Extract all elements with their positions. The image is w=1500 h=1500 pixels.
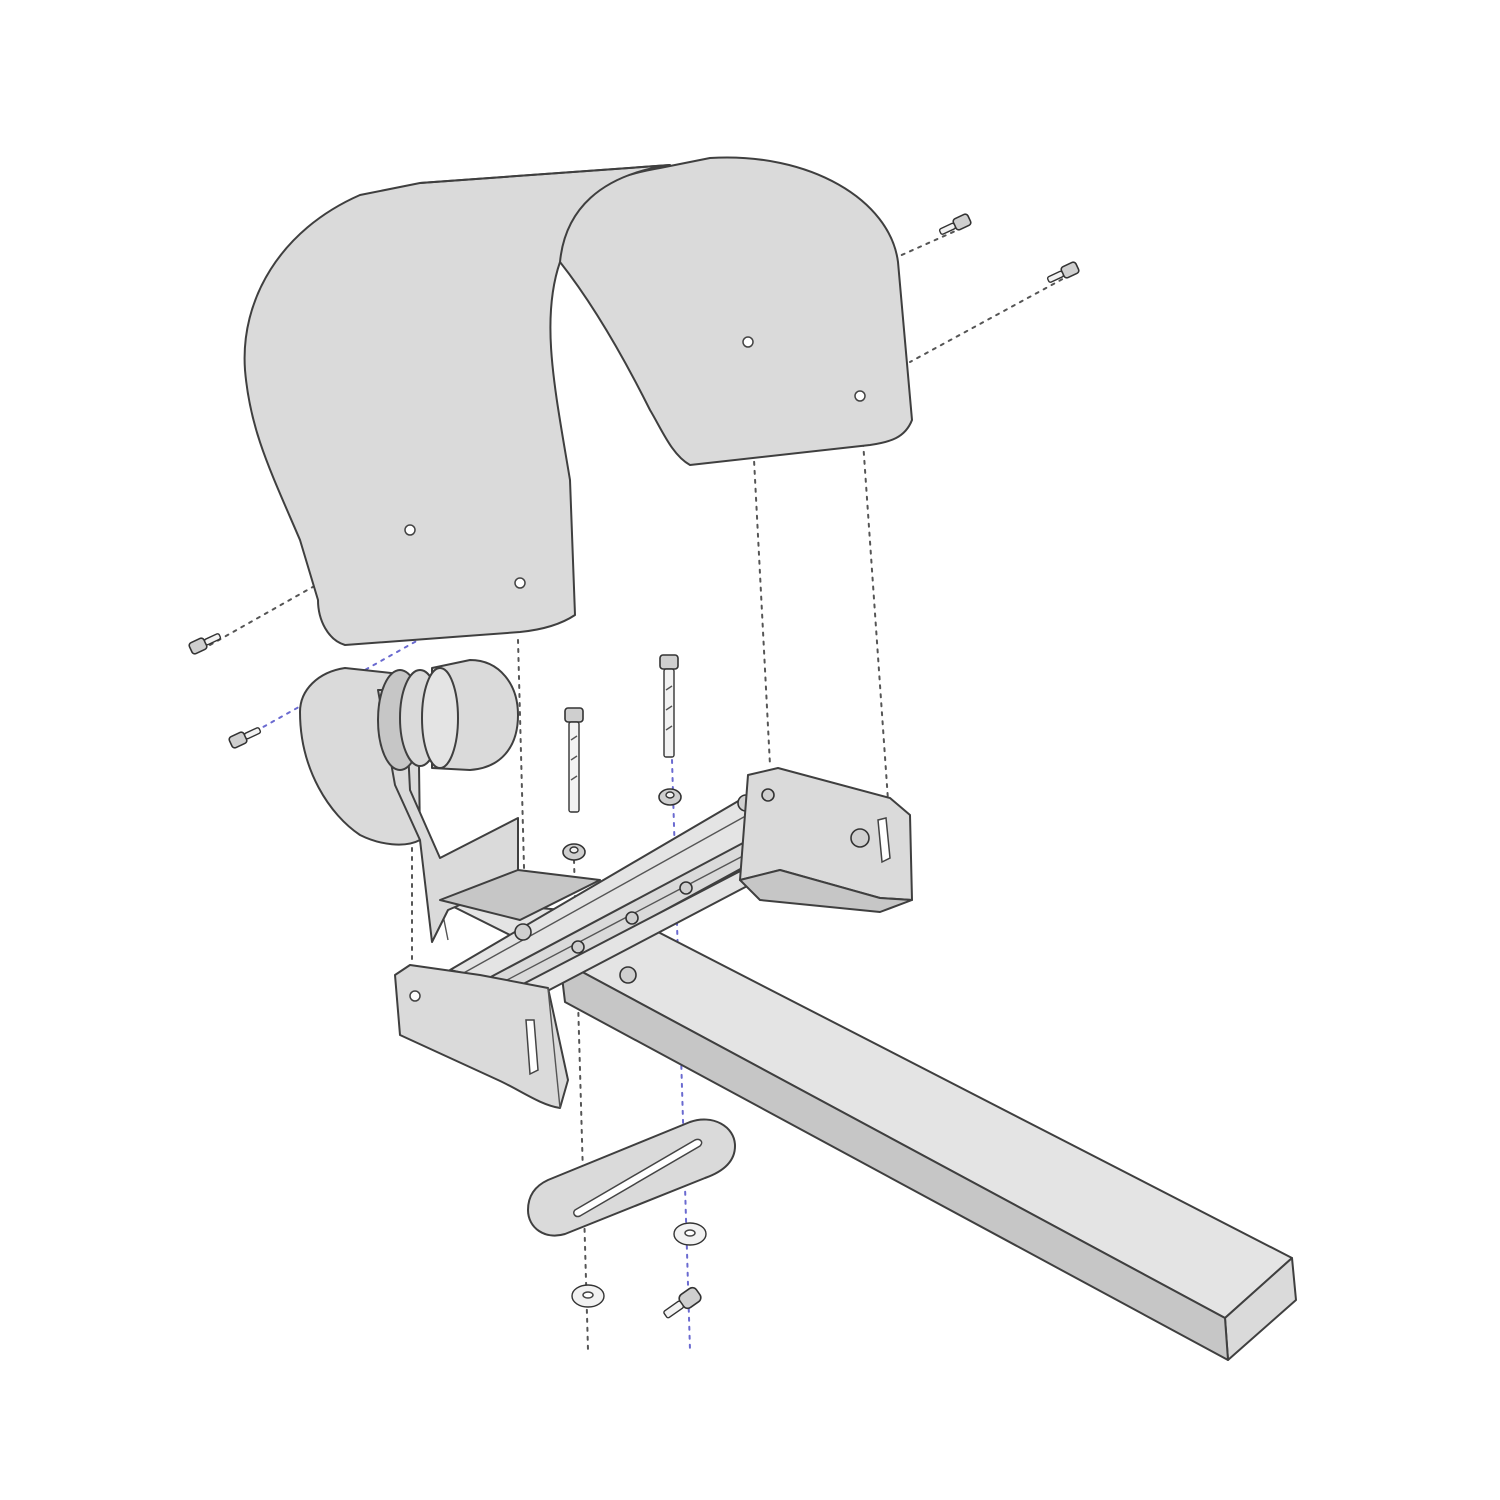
wing-bolt	[663, 1286, 702, 1319]
leader-line	[239, 582, 521, 741]
hex-nut	[658, 788, 682, 806]
cover-screw	[228, 727, 262, 749]
bracket-hole	[409, 990, 421, 1002]
bracket-bolt-head	[850, 828, 870, 848]
bracket-slot	[525, 1019, 539, 1076]
right-mounting-bracket	[739, 767, 913, 913]
hex-nut	[562, 843, 586, 861]
cover-screw	[938, 213, 972, 235]
leader-line	[747, 344, 771, 766]
drive-pulley	[377, 659, 519, 771]
cover-screw	[188, 633, 222, 655]
cover-hole	[854, 390, 866, 402]
cover-hole	[742, 336, 754, 348]
leader-line	[859, 397, 889, 801]
cover-hole	[404, 524, 416, 536]
belt-guard-cover	[243, 156, 913, 646]
bracket-slot	[877, 817, 891, 864]
slotted-plate	[527, 1118, 736, 1237]
leader-line	[894, 227, 963, 259]
slide-rails	[449, 794, 813, 1009]
washer	[571, 1284, 605, 1308]
cover-screw	[1046, 261, 1080, 283]
long-bolt	[564, 707, 584, 813]
leader-line	[909, 274, 1071, 363]
left-mounting-bracket	[394, 964, 569, 1109]
washer	[673, 1222, 707, 1246]
long-bolt	[659, 654, 679, 758]
plate-slot	[573, 1138, 703, 1218]
leader-line	[517, 639, 526, 906]
cover-hole	[514, 577, 526, 589]
